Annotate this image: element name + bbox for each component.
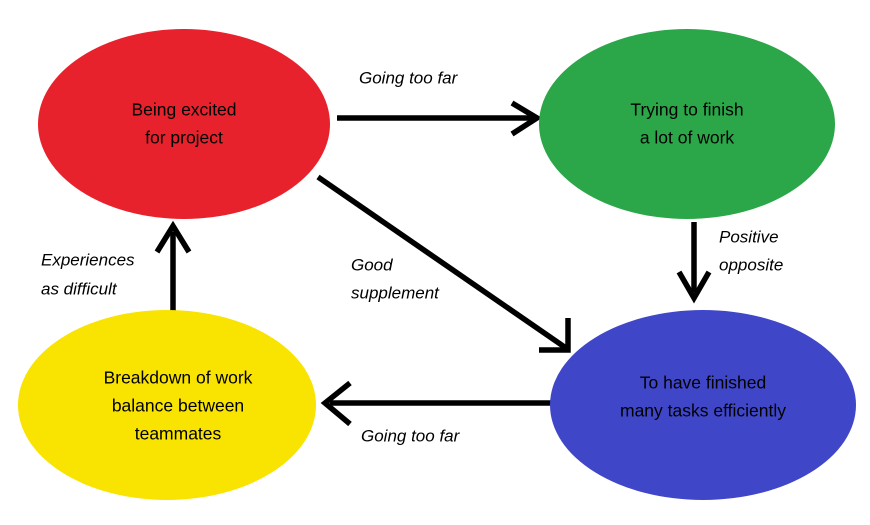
edge-label-trying-to-finished-line-1: Positive bbox=[719, 227, 779, 246]
edge-trying-to-finished-arrowhead bbox=[676, 270, 712, 304]
edge-label-trying-to-finished: Positive opposite bbox=[719, 227, 783, 274]
edge-excited-to-finished-line bbox=[316, 174, 568, 351]
node-trying-label-line-1: Trying to finish bbox=[630, 100, 743, 120]
edge-excited-to-finished-arrowhead bbox=[539, 318, 571, 353]
edge-finished-to-breakdown bbox=[320, 380, 551, 427]
edge-label-excited-to-finished: Good supplement bbox=[351, 255, 440, 302]
node-excited-ellipse[interactable] bbox=[38, 29, 330, 219]
edge-label-breakdown-to-excited-line-2: as difficult bbox=[41, 279, 118, 298]
node-excited-label-line-2: for project bbox=[145, 128, 223, 148]
edge-label-excited-to-finished-line-1: Good bbox=[351, 255, 393, 274]
edge-breakdown-to-excited-arrowhead bbox=[154, 220, 192, 254]
edge-label-finished-to-breakdown: Going too far bbox=[361, 426, 461, 445]
node-breakdown-label-line-3: teammates bbox=[135, 424, 222, 444]
node-breakdown-label-line-2: balance between bbox=[112, 396, 244, 416]
node-breakdown-label-line-1: Breakdown of work bbox=[104, 368, 253, 388]
node-finished-label-line-2: many tasks efficiently bbox=[620, 401, 786, 421]
edge-breakdown-to-excited bbox=[154, 220, 192, 312]
edge-trying-to-finished bbox=[676, 222, 712, 304]
edge-label-excited-to-finished-line-2: supplement bbox=[351, 283, 440, 302]
edge-label-trying-to-finished-line-2: opposite bbox=[719, 255, 783, 274]
node-finished-ellipse[interactable] bbox=[550, 310, 856, 500]
node-trying-label-line-2: a lot of work bbox=[640, 128, 735, 148]
edge-label-finished-to-breakdown-line-1: Going too far bbox=[361, 426, 461, 445]
edge-excited-to-trying bbox=[337, 100, 543, 137]
node-breakdown-ellipse[interactable] bbox=[18, 310, 316, 500]
node-finished-label-line-1: To have finished bbox=[640, 373, 766, 393]
edge-label-breakdown-to-excited-line-1: Experiences bbox=[41, 250, 135, 269]
node-excited[interactable]: Being excited for project bbox=[38, 29, 330, 219]
node-trying[interactable]: Trying to finish a lot of work bbox=[539, 29, 835, 219]
node-trying-ellipse[interactable] bbox=[539, 29, 835, 219]
node-excited-label-line-1: Being excited bbox=[131, 100, 236, 120]
edge-label-excited-to-trying: Going too far bbox=[359, 68, 459, 87]
node-finished[interactable]: To have finished many tasks efficiently bbox=[550, 310, 856, 500]
edge-label-excited-to-trying-line-1: Going too far bbox=[359, 68, 459, 87]
node-breakdown[interactable]: Breakdown of work balance between teamma… bbox=[18, 310, 316, 500]
edge-label-breakdown-to-excited: Experiences as difficult bbox=[41, 250, 135, 298]
edge-finished-to-breakdown-arrowhead bbox=[320, 380, 352, 427]
edge-excited-to-trying-arrowhead bbox=[510, 100, 543, 137]
edge-excited-to-finished bbox=[316, 174, 571, 353]
